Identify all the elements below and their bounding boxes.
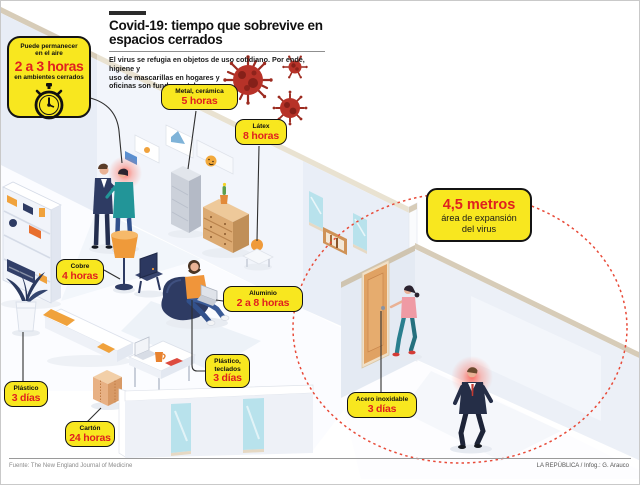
red-notebook (165, 358, 183, 366)
callout-label: Plástico (13, 385, 39, 392)
bookshelf (1, 181, 62, 309)
callout-plastico-teclados: Plástico, teclados 3 días (205, 354, 250, 388)
virus-large-icon (223, 55, 273, 105)
distance-label-1: área de expansión (441, 213, 517, 223)
publisher-credit: LA REPÚBLICA / Infog.: G. Arauco (536, 463, 629, 469)
side-table-lamp (242, 239, 274, 271)
air-label-3: en ambientes cerrados (14, 73, 84, 81)
window-1 (309, 191, 323, 232)
callout-label: Aluminio (249, 290, 277, 297)
subtitle-line-2: uso de mascarillas en hogares y (109, 72, 220, 82)
connector-air (85, 96, 123, 164)
callout-value: 4 horas (62, 269, 98, 282)
infected-man (450, 356, 493, 454)
callout-label: Acero inoxidable (355, 396, 409, 403)
subtitle-line-3: oficinas son fundamentales. (109, 81, 206, 91)
person-suit (91, 163, 122, 249)
callout-label: Plástico, teclados (214, 358, 241, 373)
picture-frames (125, 124, 234, 175)
wall-shelf (323, 227, 347, 255)
callout-label: Cobre (70, 263, 90, 270)
connector-aluminio (215, 299, 224, 302)
footer-divider (9, 458, 631, 459)
source-credit: Fuente: The New England Journal of Medic… (9, 463, 133, 469)
wall-far (415, 243, 639, 461)
page-title: Covid-19: tiempo que sobrevive en espaci… (109, 19, 325, 47)
connector-cobre (103, 269, 121, 280)
coffee-mug (155, 352, 166, 362)
couple-talking (89, 156, 142, 254)
callout-value: 8 horas (243, 129, 279, 142)
door-handle (381, 306, 385, 310)
callout-value: 3 días (367, 402, 397, 415)
woman-at-door (389, 285, 422, 361)
callout-label: Metal, cerámica (175, 88, 224, 95)
callout-aluminio: Aluminio 2 a 8 horas (223, 286, 303, 312)
stopwatch-icon (34, 83, 64, 120)
title-line-2: espacios cerrados (109, 32, 223, 47)
callout-value: 3 días (213, 372, 242, 384)
callout-label: Látex (252, 123, 270, 130)
connector-plastico-teclados (191, 300, 205, 372)
air-label-1: Puede permanecer (20, 43, 78, 50)
callout-air: Puede permanecer en el aire 2 a 3 horas … (7, 36, 91, 120)
callout-value: 5 horas (181, 94, 218, 107)
wall-door-side (341, 245, 415, 398)
bench (43, 308, 135, 367)
callout-acero-inoxidable: Acero inoxidable 3 días (347, 392, 417, 418)
subtitle: El virus se refugia en objetos de uso co… (109, 55, 325, 91)
callout-latex: Látex 8 horas (235, 119, 287, 145)
connector-metal (187, 110, 197, 170)
window-2 (353, 213, 367, 254)
callout-carton: Cartón 24 horas (65, 421, 115, 447)
callout-metal-ceramica: Metal, cerámica 5 horas (161, 84, 238, 110)
callout-value: 3 días (11, 391, 41, 404)
callout-value: 2 a 8 horas (236, 296, 290, 309)
door (361, 259, 390, 369)
potted-plant (6, 265, 48, 337)
cardboard-box (91, 370, 125, 410)
title-rule (109, 51, 325, 52)
callout-label: Cartón (79, 425, 101, 432)
connector-latex (256, 145, 260, 242)
callout-connectors (22, 96, 382, 423)
subtitle-line-1: El virus se refugia en objetos de uso co… (109, 55, 305, 73)
virus-icons (223, 55, 308, 126)
distance-label-2: del virus (461, 223, 497, 234)
virus-small-icon (282, 55, 308, 79)
callout-distance: 4,5 metros área de expansión del virus (426, 188, 532, 242)
drawer-chest (202, 182, 250, 258)
cactus-plant (220, 182, 228, 204)
metal-cabinet (168, 166, 204, 238)
title-line-1: Covid-19: tiempo que sobrevive en (109, 18, 323, 33)
laptop (197, 284, 218, 306)
desk-laptop (134, 336, 157, 360)
kicker-bar (109, 11, 146, 15)
air-label-2: en el aire (35, 50, 63, 58)
beanbag-person (161, 260, 230, 329)
air-value: 2 a 3 horas (14, 57, 84, 74)
virus-medium-icon (272, 90, 308, 126)
callout-plastico: Plástico 3 días (4, 381, 48, 407)
callout-value: 24 horas (69, 431, 111, 444)
callout-cobre: Cobre 4 horas (56, 259, 104, 285)
tv-stand (134, 252, 164, 298)
front-exterior-wall (118, 384, 314, 459)
floor-lamp (111, 230, 138, 294)
distance-value: 4,5 metros (442, 197, 516, 213)
connector-carton (86, 407, 102, 423)
header: Covid-19: tiempo que sobrevive en espaci… (109, 11, 325, 91)
